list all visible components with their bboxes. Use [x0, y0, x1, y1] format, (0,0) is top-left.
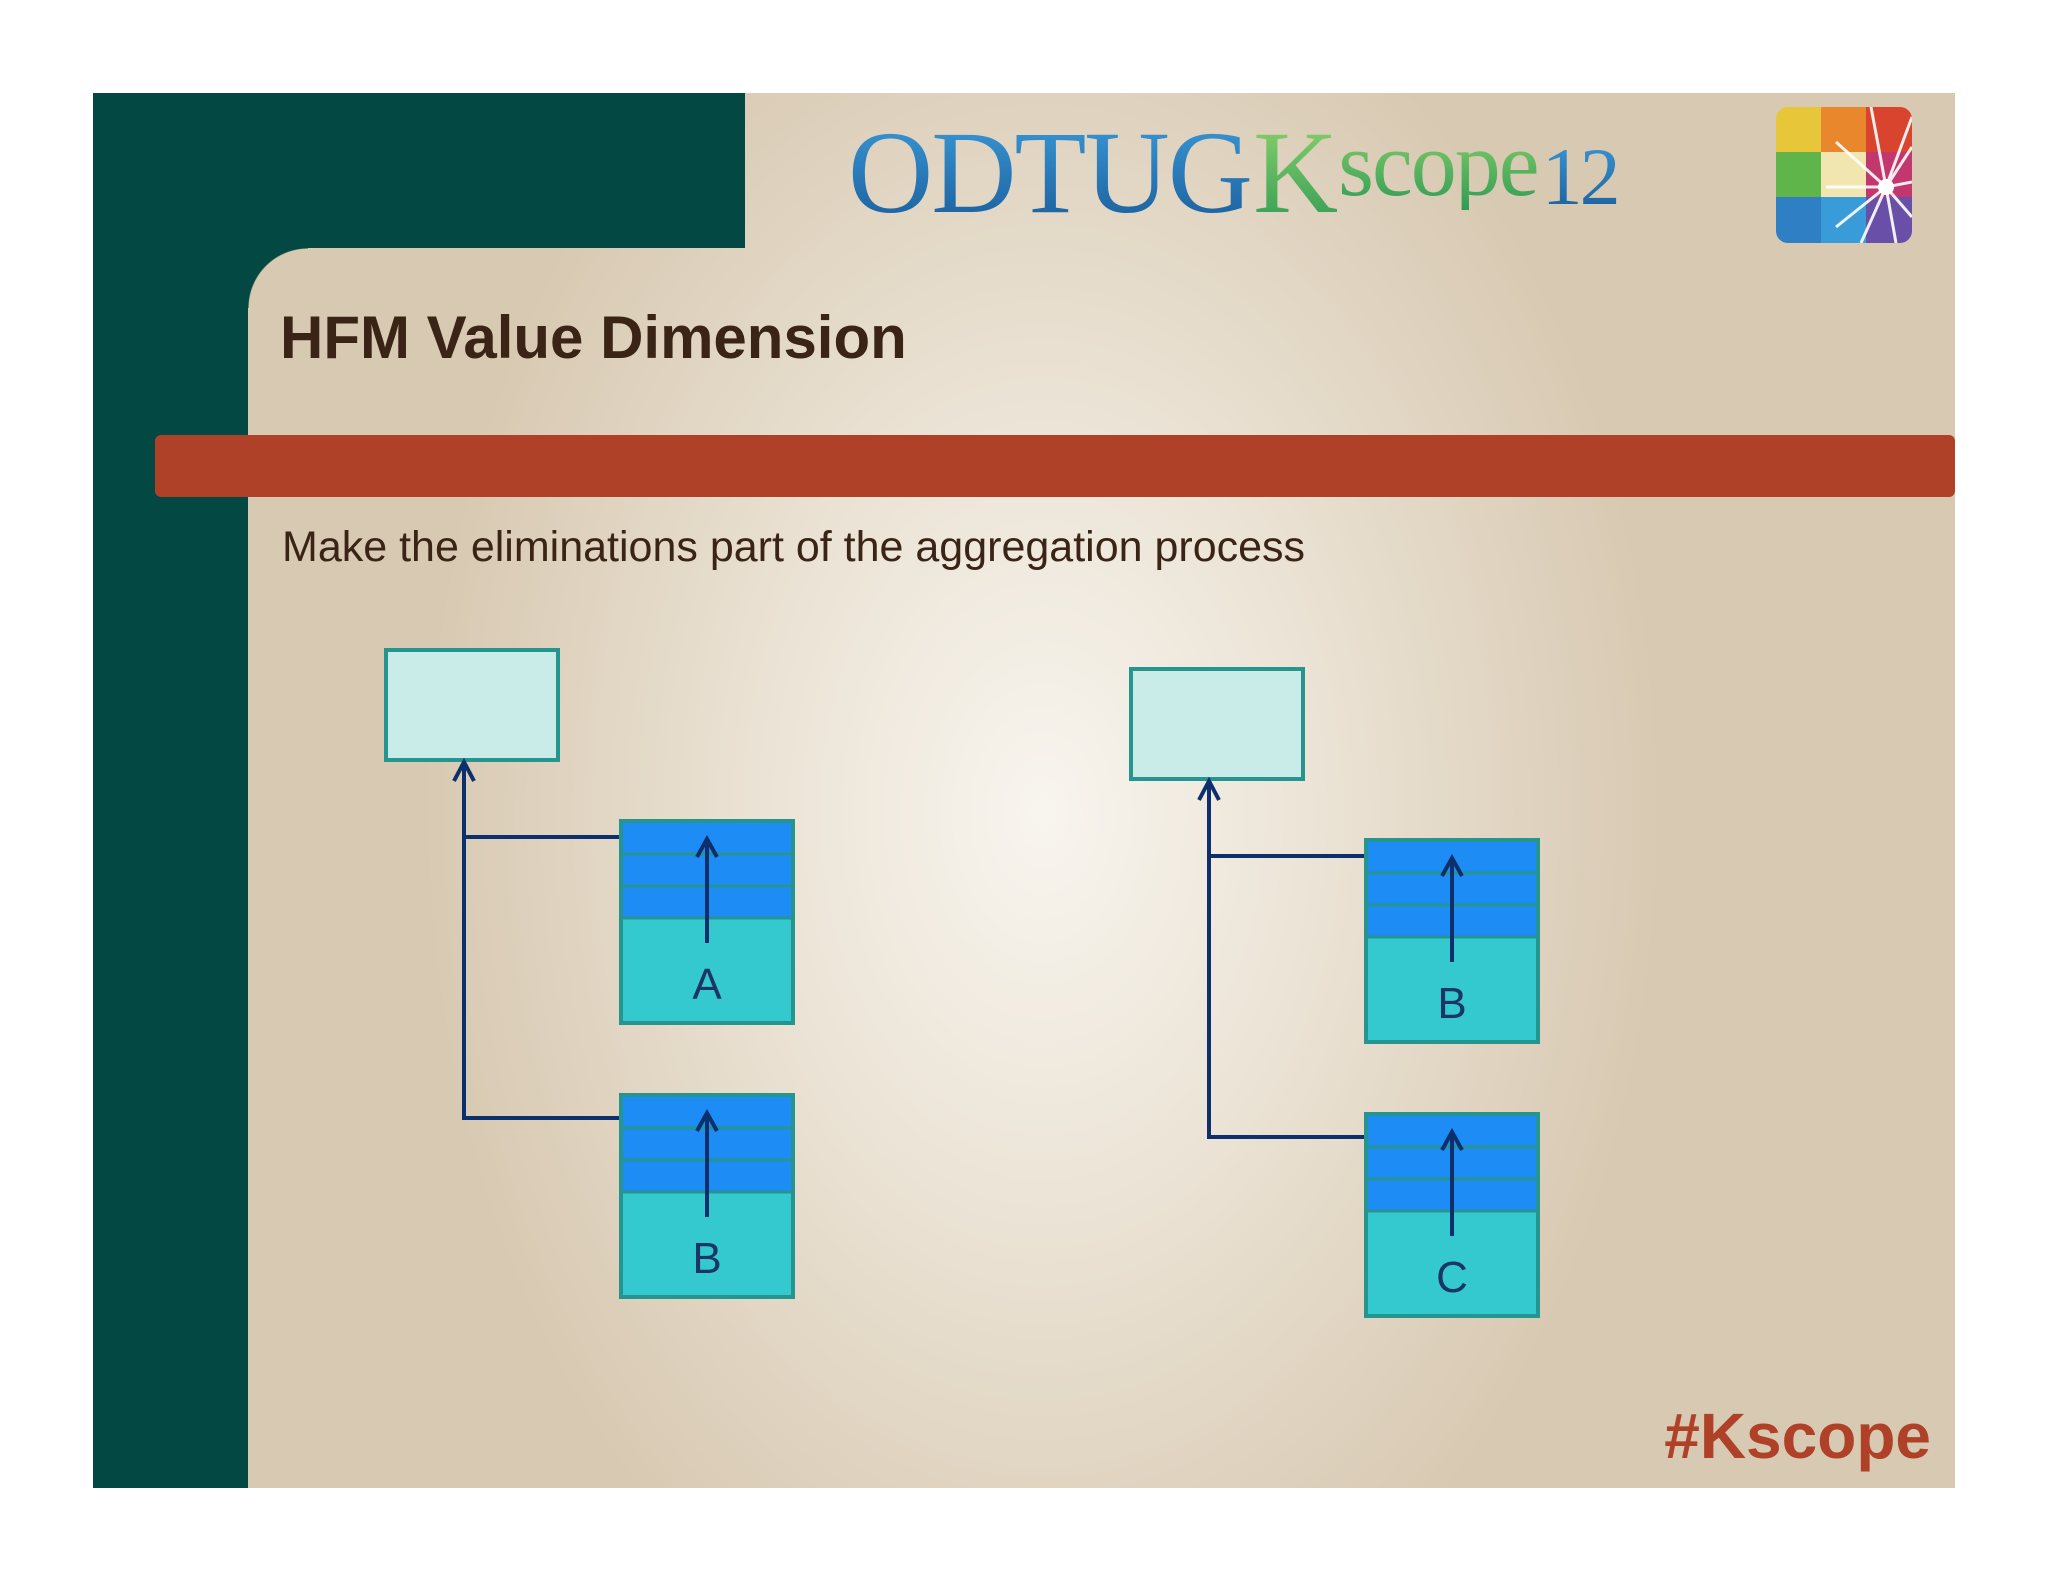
side-panel	[93, 93, 248, 1488]
left-child-box-1: A	[619, 819, 795, 1025]
right-child-1-label: B	[1437, 979, 1466, 1028]
right-child-2-label: C	[1436, 1253, 1468, 1302]
slide: ODTUG K scope 12	[93, 93, 1955, 1488]
right-parent-arrowhead-icon	[1197, 776, 1221, 801]
panel-corner-curve	[248, 248, 308, 308]
logo-k-text: K	[1252, 107, 1339, 238]
right-child-box-2: C	[1364, 1112, 1540, 1318]
top-panel	[93, 93, 745, 248]
logo-scope-text: scope	[1338, 113, 1539, 215]
left-child-2-label: B	[692, 1234, 721, 1283]
left-parent-box	[384, 648, 560, 762]
left-connector-line	[462, 762, 621, 1120]
left-child-1-label: A	[692, 960, 722, 1009]
conference-logo: ODTUG K scope 12	[848, 107, 1621, 238]
kscope-burst-icon	[1776, 107, 1912, 243]
slide-title: HFM Value Dimension	[280, 304, 907, 371]
left-hierarchy: A B	[384, 648, 795, 1299]
logo-odtug-text: ODTUG	[848, 107, 1253, 238]
left-parent-arrowhead-icon	[452, 757, 476, 782]
right-hierarchy: B C	[1129, 667, 1540, 1318]
right-parent-box	[1129, 667, 1305, 781]
title-divider-bar	[155, 435, 1955, 497]
aggregation-diagram: A B	[384, 648, 1540, 1318]
slide-body-text: Make the eliminations part of the aggreg…	[282, 523, 1306, 571]
right-child-box-1: B	[1364, 838, 1540, 1044]
right-connector-line	[1207, 781, 1366, 1139]
logo-number-text: 12	[1541, 131, 1621, 222]
kscope-hashtag: #Kscope	[1664, 1400, 1931, 1472]
left-child-box-2: B	[619, 1093, 795, 1299]
